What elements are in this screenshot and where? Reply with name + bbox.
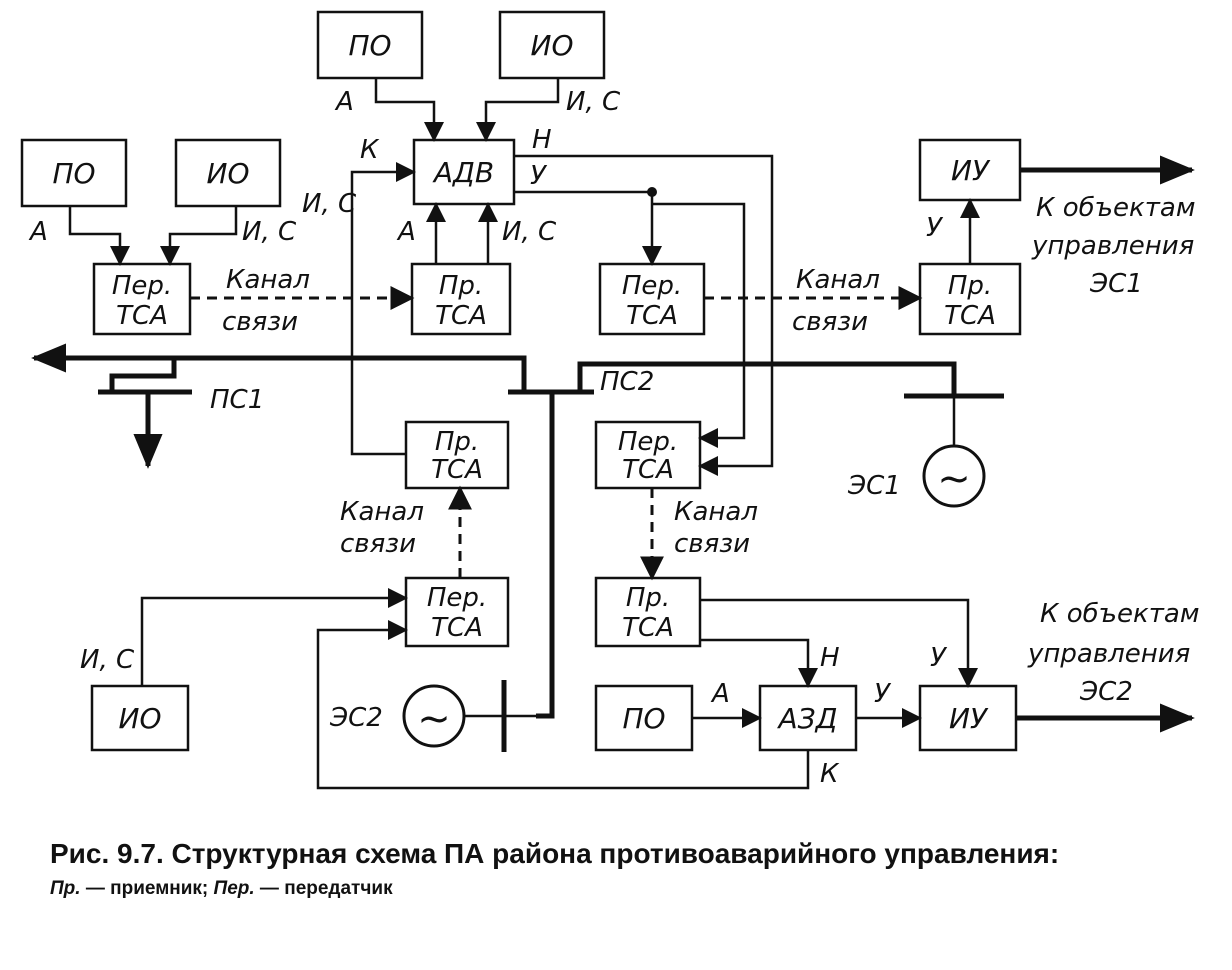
signal-labels: А И, С А И, С К И, С А И, С Н У У Канал …	[28, 87, 1199, 789]
to-objects-1-line3: ЭС1	[1089, 269, 1143, 299]
per-tsa-3-block: Пер. ТСА	[594, 420, 702, 490]
label-u-azd: У	[874, 679, 892, 709]
per-tsa-2-block: Пер. ТСА	[598, 262, 706, 336]
per-tsa-1-block: Пер. ТСА	[92, 262, 192, 336]
generator-es1: ~	[922, 396, 986, 508]
caption-legend: Пр. — приемник; Пер. — передатчик	[50, 878, 1210, 900]
per-tsa-4-line1: Пер.	[427, 583, 487, 613]
channel-3-line2: связи	[340, 529, 416, 559]
to-objects-1-line1: К объектам	[1036, 193, 1195, 223]
label-n-adv: Н	[532, 125, 552, 155]
channel-1-line1: Канал	[226, 265, 310, 295]
label-u-iu-bottom: У	[930, 643, 948, 673]
iu-top-label: ИУ	[951, 154, 991, 187]
channel-2-line2: связи	[792, 307, 868, 337]
io-bottom-block: ИО	[90, 684, 190, 752]
po-top-block: ПО	[316, 10, 424, 80]
caption-main: Рис. 9.7. Структурная схема ПА района пр…	[50, 838, 1060, 869]
azd-label: АЗД	[777, 702, 838, 735]
per-tsa-3-line2: ТСА	[622, 455, 674, 485]
signal-connections	[68, 78, 1195, 790]
label-is-left: И, С	[242, 217, 297, 247]
per-tsa-1-line1: Пер.	[112, 271, 172, 301]
channel-4-line2: связи	[674, 529, 750, 559]
generator-es2: ~	[402, 684, 550, 748]
pr-tsa-2-line2: ТСА	[944, 301, 996, 331]
channel-2-line1: Канал	[796, 265, 880, 295]
label-es2: ЭС2	[329, 703, 383, 733]
pr-tsa-2-block: Пр. ТСА	[918, 262, 1022, 336]
adv-label: АДВ	[432, 156, 494, 189]
to-objects-2-line1: К объектам	[1040, 599, 1199, 629]
per-tsa-3-line1: Пер.	[618, 427, 678, 457]
label-a-top: А	[334, 87, 354, 117]
figure-caption: Рис. 9.7. Структурная схема ПА района пр…	[50, 838, 1210, 900]
per-tsa-2-line1: Пер.	[622, 271, 682, 301]
channel-1-line2: связи	[222, 307, 298, 337]
label-es1: ЭС1	[847, 471, 901, 501]
pr-tsa-1-block: Пр. ТСА	[410, 262, 512, 336]
adv-block: АДВ	[412, 138, 516, 206]
legend-pr: Пр.	[50, 878, 81, 899]
legend-per: Пер.	[213, 878, 255, 899]
label-is-top: И, С	[566, 87, 621, 117]
io-left-block: ИО	[174, 138, 282, 208]
to-objects-2-line2: управления	[1027, 639, 1190, 669]
channel-4-line1: Канал	[674, 497, 758, 527]
pr-tsa-3-line1: Пр.	[435, 427, 479, 457]
label-n-azd: Н	[820, 643, 840, 673]
legend-pr-text: — приемник;	[80, 878, 214, 899]
pr-tsa-4-line1: Пр.	[626, 583, 670, 613]
per-tsa-2-line2: ТСА	[626, 301, 678, 331]
per-tsa-4-block: Пер. ТСА	[404, 576, 510, 648]
communication-channels	[190, 286, 923, 581]
iu-bottom-label: ИУ	[949, 702, 989, 735]
label-k-azd: К	[820, 759, 840, 789]
pr-tsa-1-line2: ТСА	[435, 301, 487, 331]
pr-tsa-3-block: Пр. ТСА	[404, 420, 510, 490]
po-left-block: ПО	[20, 138, 128, 208]
label-is-mid: И, С	[302, 189, 357, 219]
azd-block: АЗД	[758, 684, 858, 752]
power-network	[31, 343, 1004, 752]
label-a-azd: А	[710, 679, 730, 709]
block-diagram: ПО ИО ПО ИО АДВ ИУ Пер. ТСА Пр. ТСА Пер.…	[20, 10, 1199, 790]
generator-es1-symbol: ~	[937, 456, 971, 502]
to-objects-1-line2: управления	[1031, 231, 1194, 261]
pr-tsa-4-block: Пр. ТСА	[594, 576, 702, 648]
io-top-label: ИО	[531, 29, 574, 62]
label-u-adv: У	[530, 161, 548, 191]
per-tsa-1-line2: ТСА	[116, 301, 168, 331]
po-left-label: ПО	[52, 157, 95, 190]
iu-bottom-block: ИУ	[918, 684, 1018, 752]
to-objects-2-line3: ЭС2	[1079, 677, 1133, 707]
io-bottom-label: ИО	[119, 702, 162, 735]
channel-3-line1: Канал	[340, 497, 424, 527]
label-is-bottom: И, С	[80, 645, 135, 675]
legend-per-text: — передатчик	[254, 878, 393, 899]
label-a-adv-in: А	[396, 217, 416, 247]
label-ps1: ПС1	[210, 385, 264, 415]
per-tsa-4-line2: ТСА	[431, 613, 483, 643]
pr-tsa-4-line2: ТСА	[622, 613, 674, 643]
po-bottom-label: ПО	[622, 702, 665, 735]
pr-tsa-1-line1: Пр.	[439, 271, 483, 301]
label-u-iu-top: У	[926, 213, 944, 243]
pr-tsa-3-line2: ТСА	[431, 455, 483, 485]
io-left-label: ИО	[207, 157, 250, 190]
label-a-left: А	[28, 217, 48, 247]
label-k-adv: К	[360, 135, 380, 165]
po-bottom-block: ПО	[594, 684, 694, 752]
io-top-block: ИО	[498, 10, 606, 80]
po-top-label: ПО	[348, 29, 391, 62]
label-is-adv-in: И, С	[502, 217, 557, 247]
iu-top-block: ИУ	[918, 138, 1022, 202]
label-ps2: ПС2	[600, 367, 654, 397]
pr-tsa-2-line1: Пр.	[948, 271, 992, 301]
generator-es2-symbol: ~	[417, 696, 451, 742]
